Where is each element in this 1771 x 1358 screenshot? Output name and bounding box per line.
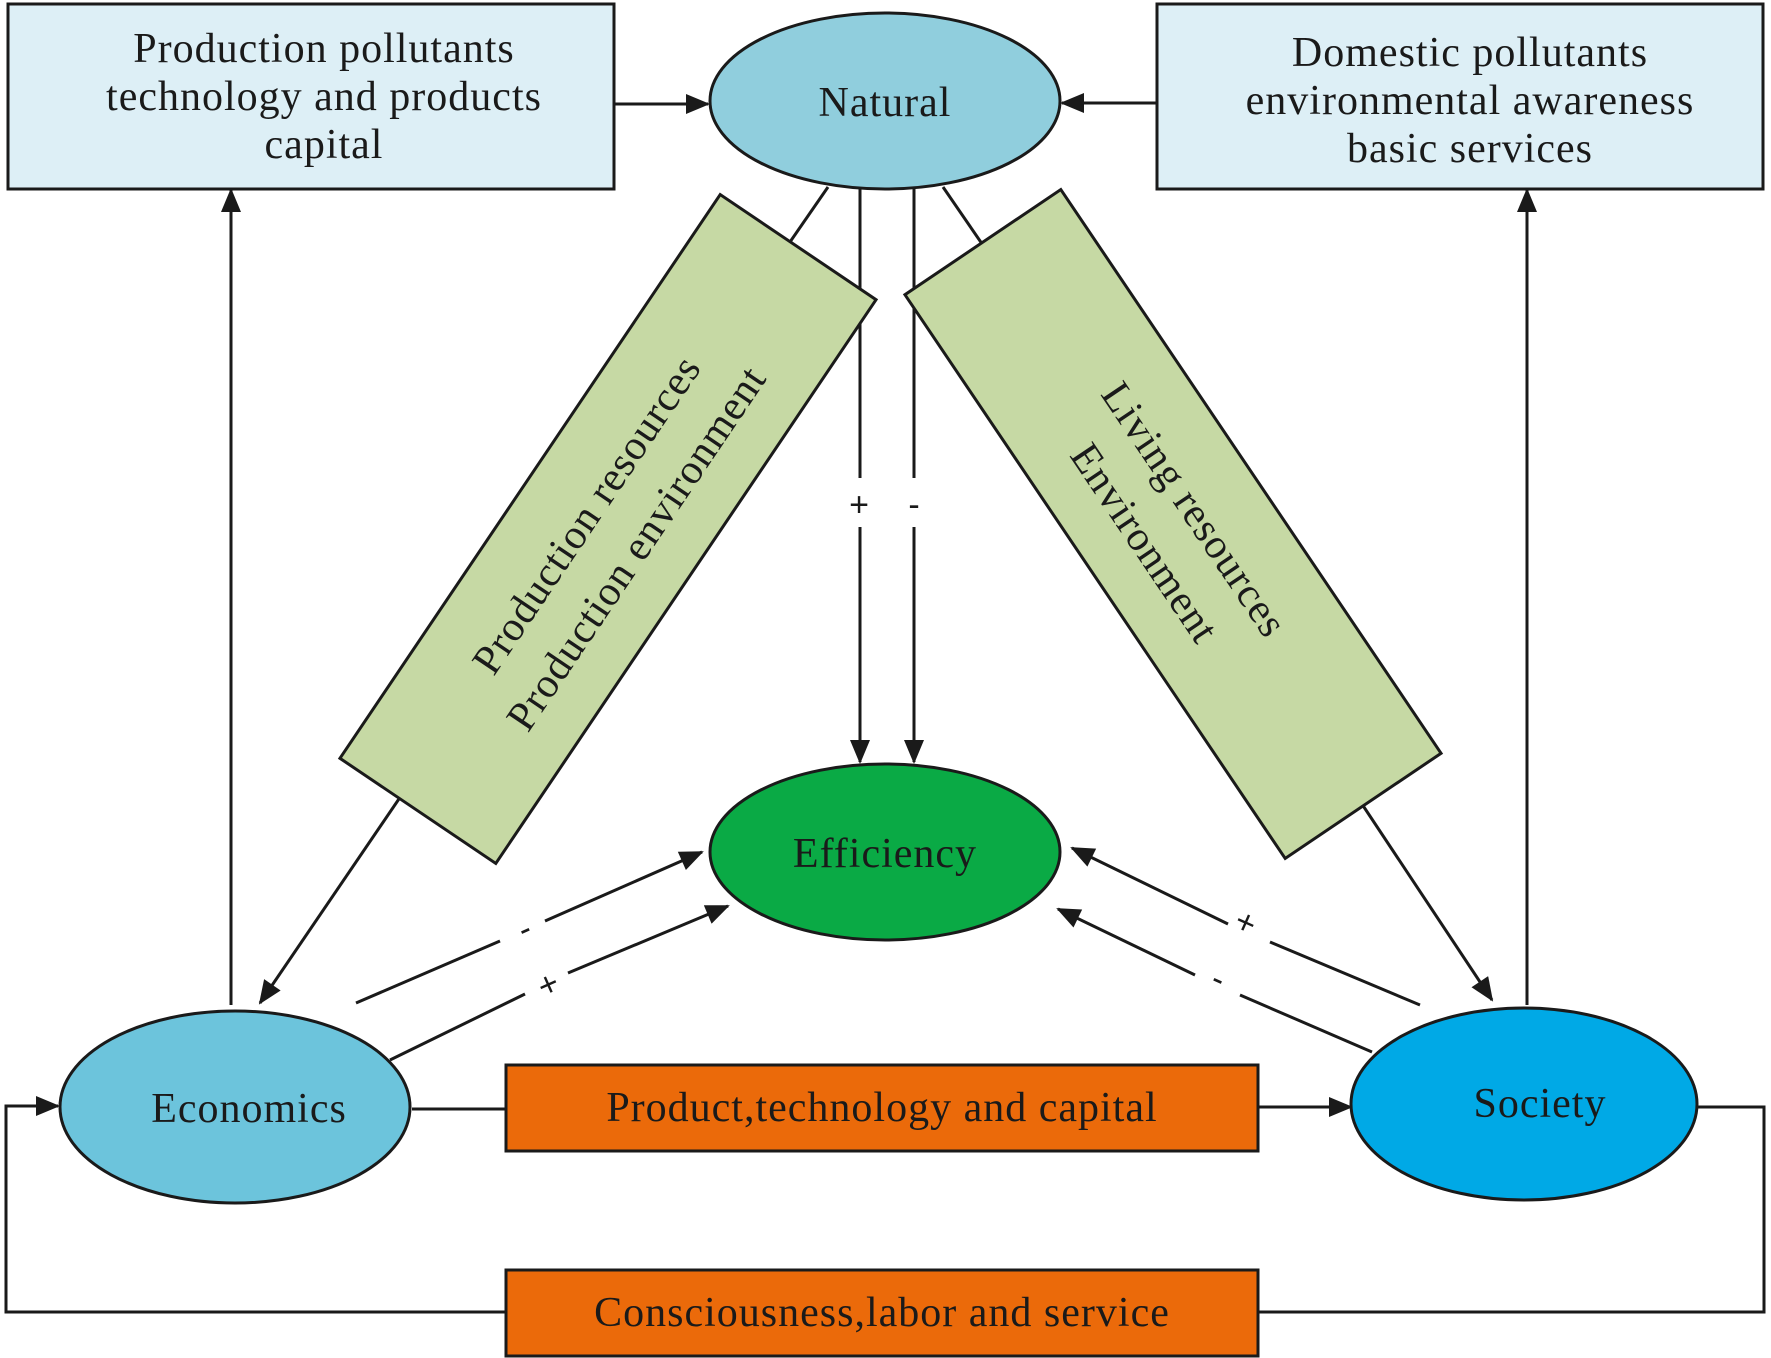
natural-node-shape: [708, 11, 1062, 191]
consciousness-box-frame: [504, 1268, 1260, 1358]
consciousness-labor-service-box: Consciousness,labor and service: [504, 1268, 1260, 1358]
production-box-line-1: Production pollutants: [133, 26, 515, 72]
economics-node: Economics: [58, 1009, 412, 1205]
society-node-shape: [1349, 1006, 1699, 1202]
sign-natural-minus: -: [908, 486, 919, 524]
economics-node-label: Economics: [151, 1086, 347, 1132]
loop-society-to-economics-right: [1258, 1105, 1766, 1314]
sign-economics-plus: +: [532, 964, 566, 1007]
arrow-society-efficiency-plus-b: [1070, 846, 1229, 926]
natural-node-label: Natural: [819, 80, 952, 126]
sign-society-minus: -: [1206, 959, 1232, 998]
domestic-box-line-3: basic services: [1347, 126, 1593, 172]
society-node: Society: [1349, 1006, 1699, 1202]
production-box-line-3: capital: [265, 122, 384, 168]
production-pollutants-box: Production pollutants technology and pro…: [6, 2, 616, 191]
arrow-economics-efficiency-plus-a: [389, 992, 526, 1062]
society-node-label: Society: [1474, 1081, 1607, 1127]
arrow-society-efficiency-minus-b: [1056, 907, 1196, 977]
economics-node-shape: [58, 1009, 412, 1205]
arrow-society-efficiency-plus-a: [1269, 940, 1421, 1007]
arrow-green-left-to-economics: [258, 767, 422, 1005]
product-technology-capital-box: Product,technology and capital: [504, 1063, 1260, 1153]
arrow-economics-efficiency-minus-a: [355, 939, 501, 1005]
sign-economics-minus: -: [512, 909, 538, 948]
domestic-box-line-1: Domestic pollutants: [1292, 30, 1648, 76]
production-pollutants-box-frame: [6, 2, 616, 191]
living-resources-box: Living resources Environment: [902, 187, 1444, 861]
efficiency-node-shape: [708, 762, 1062, 942]
arrow-society-efficiency-minus-a: [1239, 993, 1373, 1054]
domestic-pollutants-box: Domestic pollutants environmental awaren…: [1155, 2, 1765, 191]
product-box-frame: [504, 1063, 1260, 1153]
sign-society-plus: +: [1229, 902, 1263, 945]
arrow-economics-efficiency-minus-b: [544, 850, 704, 923]
arrow-green-right-to-society: [1344, 779, 1494, 1002]
production-box-line-2: technology and products: [106, 74, 542, 120]
efficiency-node-label: Efficiency: [793, 831, 977, 877]
production-resources-box: Production resources Production environm…: [337, 192, 879, 866]
loop-society-to-economics-left: [4, 1096, 506, 1314]
natural-node: Natural: [708, 11, 1062, 191]
arrow-economics-efficiency-plus-b: [567, 904, 730, 975]
sign-natural-plus: +: [849, 486, 869, 524]
living-resources-box-frame: [902, 187, 1444, 861]
consciousness-box-label: Consciousness,labor and service: [594, 1290, 1170, 1336]
efficiency-node: Efficiency: [708, 762, 1062, 942]
production-resources-box-frame: [337, 192, 879, 866]
product-box-label: Product,technology and capital: [606, 1085, 1157, 1131]
domestic-box-line-2: environmental awareness: [1246, 78, 1695, 124]
domestic-pollutants-box-frame: [1155, 2, 1765, 191]
